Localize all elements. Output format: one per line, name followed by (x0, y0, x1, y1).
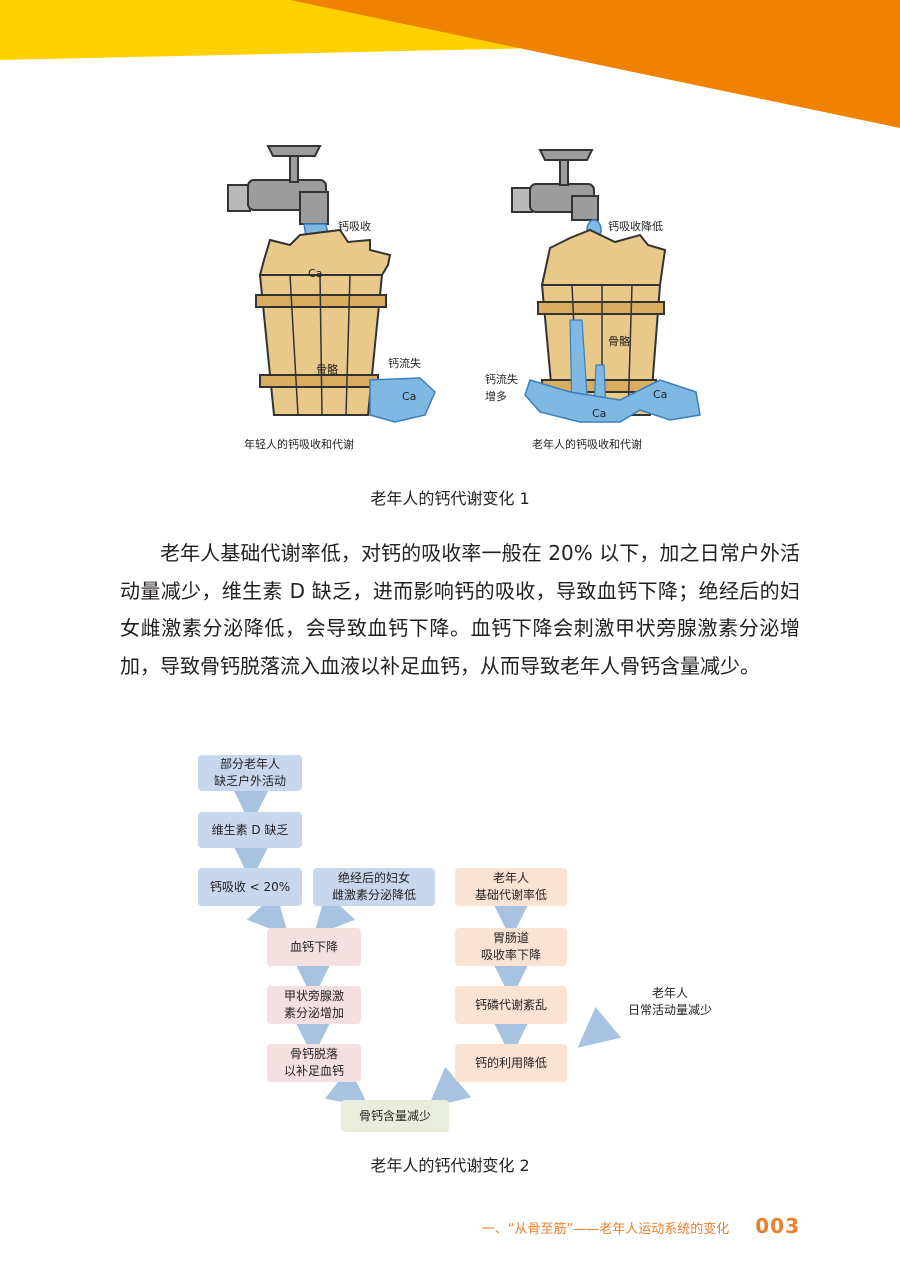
top-banner (0, 0, 900, 128)
svg-text:Ca: Ca (592, 407, 606, 420)
node-outdoor-activity: 部分老年人 缺乏户外活动 (198, 755, 302, 791)
svg-text:钙吸收降低: 钙吸收降低 (608, 219, 663, 233)
water-puddle (524, 379, 701, 423)
svg-text:年轻人的钙吸收和代谢: 年轻人的钙吸收和代谢 (244, 437, 354, 451)
svg-text:Ca: Ca (653, 388, 667, 401)
node-ca-p-metabolism: 钙磷代谢紊乱 (455, 986, 567, 1024)
footer-section-title: 一、“从骨至筋”——老年人运动系统的变化 (481, 1222, 730, 1237)
body-paragraph: 老年人基础代谢率低，对钙的吸收率一般在 20% 以下，加之日常户外活动量减少，维… (120, 541, 800, 678)
node-calcium-utilization: 钙的利用降低 (455, 1044, 567, 1082)
svg-text:Ca: Ca (308, 267, 322, 280)
figure1-caption: 老年人的钙代谢变化 1 (370, 489, 530, 508)
calcium-bucket-illustration: 钙吸收 Ca 骨骼 钙流失 Ca 年轻人的钙吸收和代谢 钙吸收降低 骨骼 钙流失… (227, 145, 701, 451)
node-bone-calcium-reduced: 骨钙含量减少 (341, 1100, 449, 1132)
node-menopause: 绝经后的妇女 雌激素分泌降低 (313, 868, 435, 906)
node-basal-metabolism: 老年人 基础代谢率低 (455, 868, 567, 906)
svg-text:钙吸收: 钙吸收 (338, 219, 371, 233)
node-calcium-absorption: 钙吸收 < 20% (198, 868, 302, 906)
page-footer: 一、“从骨至筋”——老年人运动系统的变化 003 (482, 1214, 800, 1238)
svg-text:增多: 增多 (485, 389, 507, 403)
node-blood-calcium-drop: 血钙下降 (267, 928, 361, 966)
svg-text:钙流失: 钙流失 (485, 372, 518, 386)
svg-text:骨骼: 骨骼 (316, 362, 338, 376)
page-number: 003 (755, 1214, 800, 1238)
node-daily-activity: 老年人 日常活动量减少 (627, 986, 712, 1017)
young-bucket-figure: 钙吸收 Ca 骨骼 钙流失 Ca 年轻人的钙吸收和代谢 (227, 145, 436, 451)
banner-orange-band (290, 0, 900, 128)
node-vitamin-d: 维生素 D 缺乏 (198, 812, 302, 848)
figure2-caption: 老年人的钙代谢变化 2 (370, 1156, 530, 1175)
water-puddle (369, 377, 436, 423)
node-gi-absorption: 胃肠道 吸收率下降 (455, 928, 567, 966)
svg-text:钙流失: 钙流失 (388, 356, 421, 370)
node-bone-calcium-release: 骨钙脱落 以补足血钙 (267, 1044, 361, 1082)
svg-text:老年人的钙吸收和代谢: 老年人的钙吸收和代谢 (532, 437, 642, 451)
svg-text:Ca: Ca (402, 390, 416, 403)
svg-text:骨骼: 骨骼 (608, 334, 630, 348)
wooden-bucket (258, 228, 392, 416)
flowchart-arrows (231, 785, 622, 1109)
calcium-flowchart: 部分老年人 缺乏户外活动 维生素 D 缺乏 钙吸收 < 20% 绝经后的妇女 雌… (185, 745, 745, 1140)
elderly-bucket-figure: 钙吸收降低 骨骼 钙流失 增多 Ca Ca 老年人的钙吸收和代谢 (485, 149, 701, 451)
node-pth-increase: 甲状旁腺激 素分泌增加 (267, 986, 361, 1024)
